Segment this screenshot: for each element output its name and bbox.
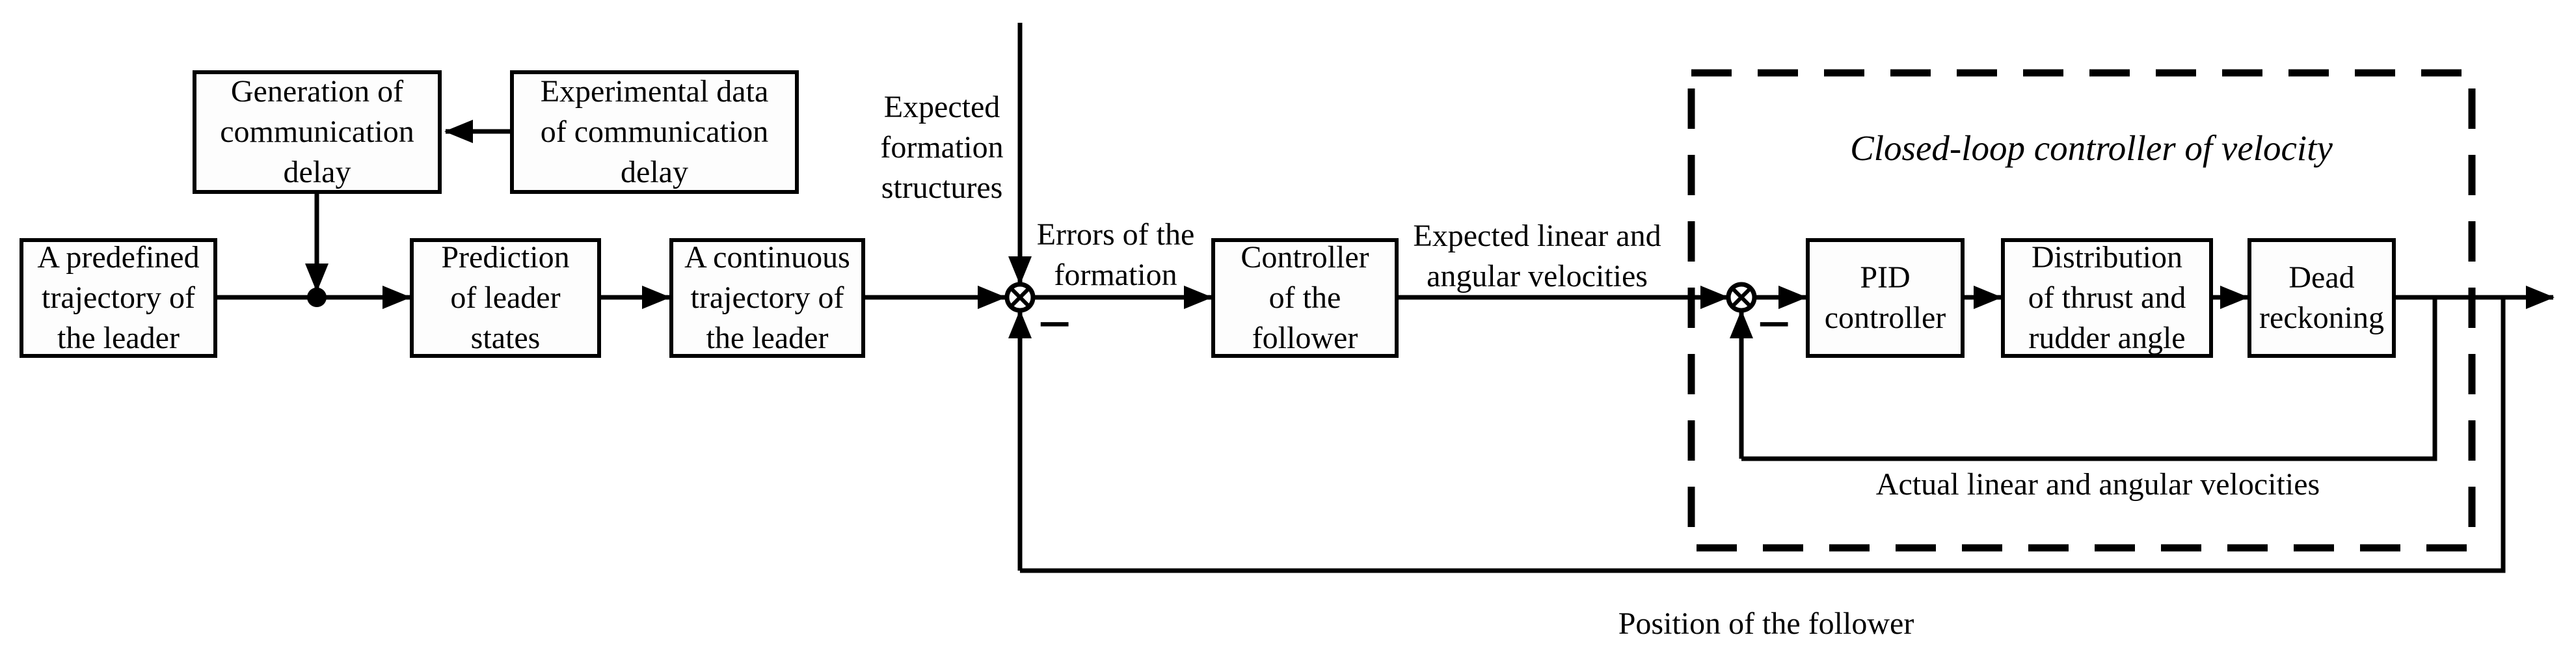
minus-sign-sum2: −	[1757, 291, 1791, 357]
block-predefined-trajectory: A predefined trajectory of the leader	[20, 238, 217, 358]
wire-position-feedback	[1020, 297, 2506, 573]
label-closed-loop-title: Closed-loop controller of velocity	[1850, 128, 2333, 168]
block-generation-of-delay: Generation of communication delay	[193, 70, 442, 194]
block-dead-reckoning: Dead reckoning	[2247, 238, 2396, 358]
wire-velocity-feedback	[1741, 297, 2437, 461]
closed-loop-dashed-box	[1687, 69, 2476, 552]
block-prediction-of-leader-states: Prediction of leader states	[410, 238, 601, 358]
label-errors-of-formation: Errors of the formation	[1036, 217, 1195, 292]
block-experimental-delay-data: Experimental data of communication delay	[510, 70, 799, 194]
block-continuous-trajectory: A continuous trajectory of the leader	[669, 238, 865, 358]
branch-dot	[307, 288, 327, 307]
label-actual-velocities: Actual linear and angular velocities	[1875, 467, 2320, 502]
label-expected-velocities: Expected linear and angular velocities	[1413, 219, 1661, 293]
minus-sign-sum1: −	[1038, 291, 1072, 357]
sum-junction-1	[1004, 282, 1036, 313]
block-follower-controller: Controller of the follower	[1211, 238, 1399, 358]
block-pid-controller: PID controller	[1806, 238, 1965, 358]
sum-junction-2	[1726, 282, 1757, 313]
label-position-of-follower: Position of the follower	[1618, 606, 1914, 641]
label-expected-formation-structures: Expected formation structures	[880, 90, 1004, 205]
block-thrust-rudder-distribution: Distribution of thrust and rudder angle	[2001, 238, 2213, 358]
